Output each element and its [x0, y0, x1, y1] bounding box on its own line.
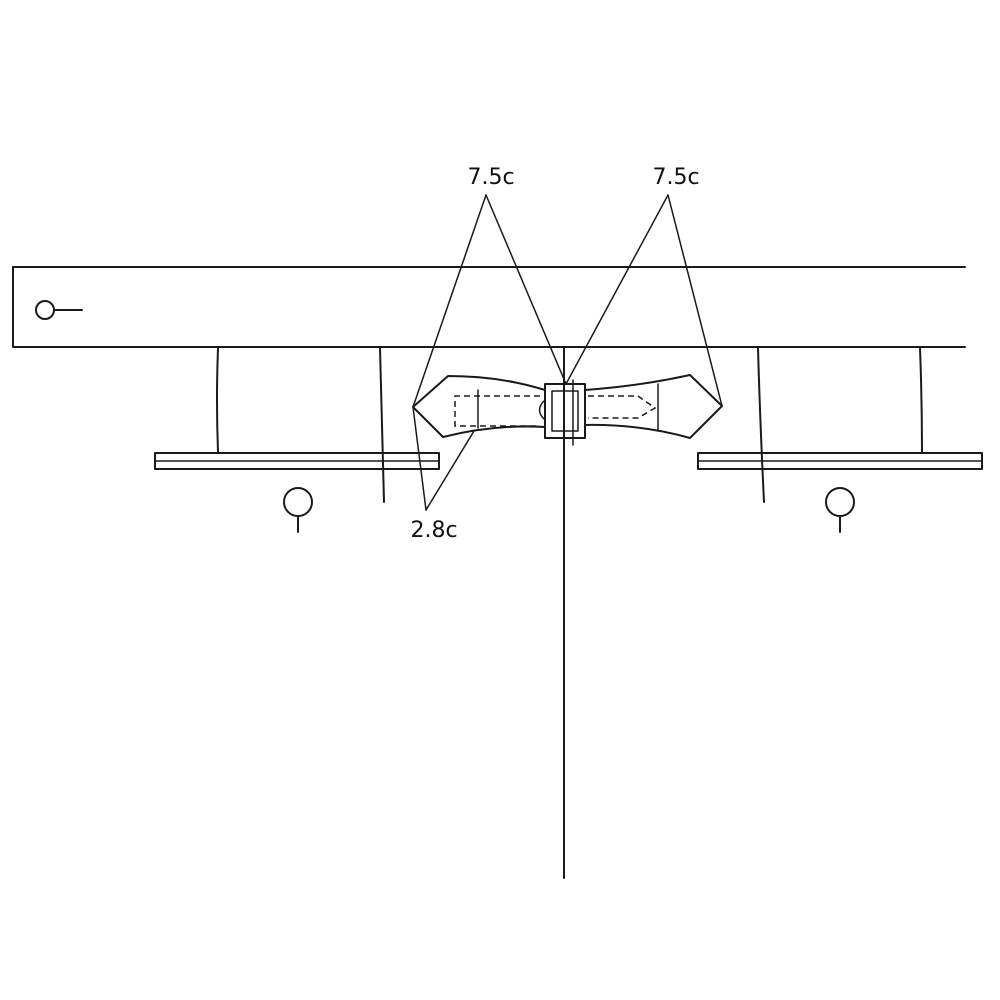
bow-tie-knot-outer — [544, 383, 586, 439]
label-bottom-measurement: 2.8c — [410, 518, 457, 543]
neckband-outline — [12, 266, 966, 348]
leader-top-right-b — [667, 194, 723, 407]
leader-bottom-a — [412, 406, 427, 511]
label-top-right-measurement: 7.5c — [652, 165, 699, 190]
leader-bottom-b — [425, 430, 475, 511]
left-button — [283, 487, 313, 517]
leader-top-left-a — [412, 194, 487, 408]
neckband — [12, 266, 966, 348]
bow-tie-right-wing — [584, 374, 723, 439]
right-panel-seam-outer — [919, 347, 923, 453]
bow-tie-right-stitch — [588, 395, 657, 419]
right-panel — [697, 347, 983, 533]
bow-tie-knot-inner — [551, 390, 579, 432]
bow-tie-left-stitch — [454, 395, 540, 427]
leader-top-left-b — [485, 194, 567, 385]
left-panel-seam-outer — [216, 347, 219, 453]
label-top-left-measurement: 7.5c — [467, 165, 514, 190]
leader-top-right-a — [565, 194, 669, 385]
right-panel-seam-inner — [757, 347, 765, 503]
dimension-leaders — [412, 194, 723, 511]
right-button — [825, 487, 855, 517]
bow-tie-left-loop — [538, 399, 546, 421]
neckband-button — [35, 300, 55, 320]
bow-tie-left-wing — [412, 375, 546, 438]
bow-tie — [412, 374, 723, 446]
left-panel — [154, 347, 440, 533]
left-panel-seam-inner — [379, 347, 385, 503]
